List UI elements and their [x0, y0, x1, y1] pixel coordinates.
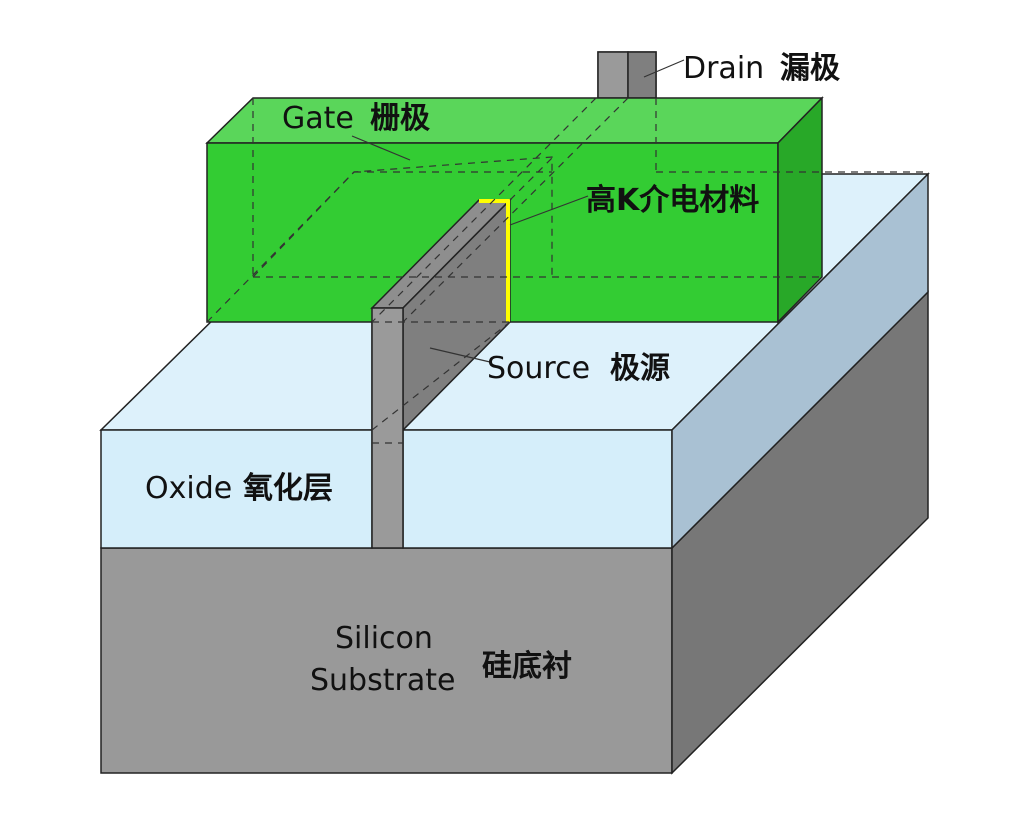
silicon-substrate: [100, 290, 929, 775]
highk-dielectric-line: [479, 199, 510, 322]
gate-leader: [351, 135, 411, 161]
oxide-top-face-left: [99, 307, 373, 431]
fin-drain-segment: [597, 51, 657, 99]
highk-label-zh: 高K介电材料: [586, 183, 760, 218]
substrate-label-en-line2: Substrate: [310, 663, 456, 698]
gate-label-zh: 栅极: [370, 101, 430, 136]
substrate-label-zh: 硅底衬: [482, 649, 572, 684]
hidden-edges: [206, 97, 928, 444]
highk-leader: [509, 195, 589, 226]
oxide-side-face: [671, 172, 929, 550]
oxide-label-zh: 氧化层: [243, 471, 333, 506]
leader-lines: [351, 59, 685, 363]
gate-side-face: [777, 96, 823, 324]
gate-label-en: Gate: [282, 101, 354, 136]
fin-drain-face: [597, 51, 629, 99]
drain-leader: [643, 59, 685, 78]
drain-label-en: Drain: [683, 51, 765, 86]
source-label-zh: 极源: [610, 351, 670, 386]
source-leader: [429, 347, 491, 363]
fin-source-front: [371, 307, 404, 549]
fin-drain-side: [627, 51, 657, 99]
oxide-front-face-right: [402, 429, 673, 549]
source-label-en: Source: [487, 351, 591, 386]
drain-label-zh: 漏极: [780, 51, 840, 86]
oxide-layer: [99, 172, 930, 550]
substrate-front-face: [100, 547, 673, 774]
fin-source-segment: [370, 198, 512, 549]
oxide-label-en: Oxide: [145, 471, 233, 506]
substrate-label-en-line1: Silicon: [335, 621, 433, 656]
